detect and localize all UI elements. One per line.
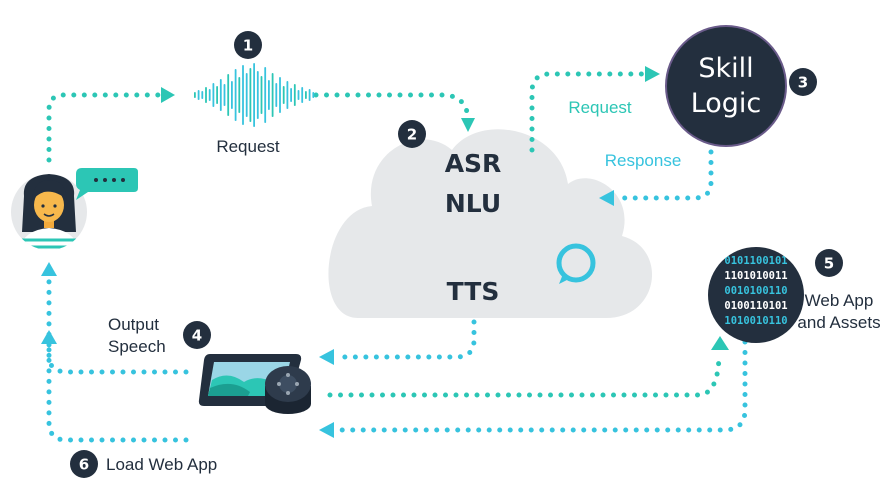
arrowhead-to-webapp [711, 336, 729, 350]
svg-text:6: 6 [79, 456, 89, 474]
svg-text:4: 4 [192, 327, 202, 345]
svg-text:2: 2 [407, 126, 417, 144]
connector-load-web-app [46, 345, 189, 443]
waveform-bar [223, 84, 226, 106]
audio-waveform-icon [194, 63, 315, 127]
waveform-bar [256, 71, 259, 119]
arrowhead-to-cloud-response [599, 190, 614, 206]
binary-row: 0101100101 [724, 255, 787, 267]
waveform-bar [268, 80, 270, 110]
waveform-bar [205, 87, 207, 103]
binary-row: 1101010011 [724, 270, 787, 282]
request-label: Request [216, 137, 280, 156]
load-web-app-label: Load Web App [106, 455, 217, 474]
arrowhead-into-cloud [461, 118, 475, 132]
waveform-bar [312, 92, 315, 98]
waveform-bar [216, 86, 218, 104]
waveform-bar [194, 92, 196, 98]
user-avatar-icon [11, 174, 87, 250]
waveform-bar [238, 77, 241, 113]
logic-label: Logic [691, 88, 762, 119]
skill-logic-node: Skill Logic [665, 25, 787, 147]
nlu-label: NLU [445, 189, 501, 218]
web-app-label: Web App [805, 291, 874, 310]
waveform-bar [231, 81, 233, 109]
step-1-badge: 1 [234, 31, 262, 59]
waveform-bar [279, 77, 281, 113]
waveform-bar [197, 90, 200, 100]
waveform-bar [275, 83, 278, 107]
step-5-badge: 5 [815, 249, 843, 277]
connector-webapp-to-device [333, 339, 748, 433]
waveform-bar [301, 87, 304, 103]
skill-label: Skill [698, 53, 753, 84]
connector-device-to-user [46, 277, 189, 375]
connector-skill-to-cloud [615, 149, 714, 201]
arrowhead-to-skill [645, 66, 660, 82]
asr-label: ASR [445, 149, 502, 178]
connector-cloud-to-device [333, 319, 477, 360]
waveform-bar [208, 89, 211, 101]
connector-user-to-request [46, 92, 161, 163]
waveform-bar [308, 89, 311, 101]
speech-bubble-icon [76, 168, 138, 200]
svg-text:1: 1 [243, 37, 253, 55]
skill-response-label: Response [605, 151, 682, 170]
waveform-bar [219, 79, 222, 111]
step-6-badge: 6 [70, 450, 98, 478]
waveform-bar [253, 63, 255, 127]
svg-text:3: 3 [798, 74, 808, 92]
svg-text:5: 5 [824, 255, 834, 273]
waveform-bar [212, 83, 215, 107]
step-4-badge: 4 [183, 321, 211, 349]
step-3-badge: 3 [789, 68, 817, 96]
arrowhead-to-device-bottom [319, 422, 334, 438]
echo-dot-speaker-icon [265, 366, 311, 414]
waveform-bar [234, 69, 237, 121]
speech-label: Speech [108, 337, 166, 356]
waveform-bar [264, 67, 267, 123]
arrowhead-to-user-output [41, 262, 57, 276]
binary-row: 0100110101 [724, 300, 787, 312]
waveform-bar [242, 65, 244, 125]
step-2-badge: 2 [398, 120, 426, 148]
binary-row: 1010010110 [724, 315, 787, 327]
output-label: Output [108, 315, 159, 334]
connector-cloud-to-skill [529, 71, 648, 153]
tts-label: TTS [447, 277, 500, 306]
arrowhead-to-user-load [41, 330, 57, 344]
arrowheads [41, 66, 729, 438]
waveform-bar [286, 81, 289, 109]
waveform-bar [201, 91, 204, 99]
waveform-bar [293, 84, 296, 106]
waveform-bar [297, 90, 300, 100]
arrowhead-to-device [319, 349, 334, 365]
skill-request-label: Request [568, 98, 632, 117]
waveform-bar [271, 73, 274, 117]
and-assets-label: and Assets [797, 313, 880, 332]
waveform-bar [305, 91, 307, 99]
waveform-bar [290, 88, 292, 102]
waveform-bar [260, 76, 263, 114]
alexa-logo-icon [556, 243, 596, 284]
waveform-bar [245, 73, 248, 117]
waveform-bar [227, 74, 230, 116]
waveform-bar [282, 86, 285, 104]
connector-device-to-webapp [327, 353, 722, 398]
arrowhead-request [161, 87, 175, 103]
waveform-bar [249, 68, 252, 122]
binary-row: 0010100110 [724, 285, 787, 297]
binary-code-icon: 0101100101 1101010011 0010100110 0100110101… [708, 247, 804, 343]
connector-request-to-cloud [313, 92, 471, 121]
